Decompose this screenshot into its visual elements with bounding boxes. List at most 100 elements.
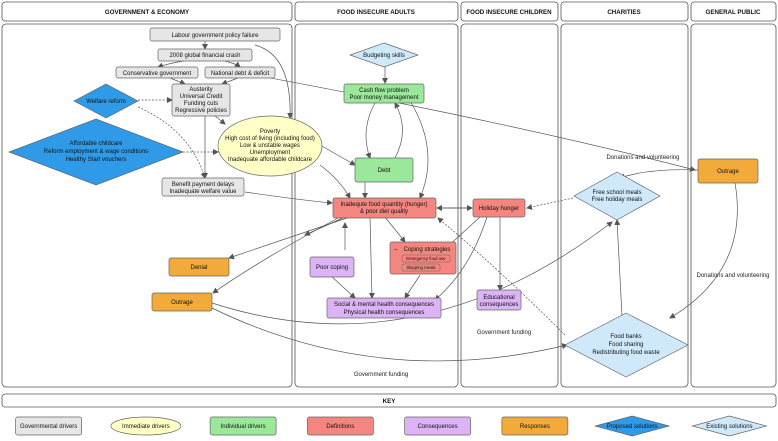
node-budgeting: Budgeting skills bbox=[348, 42, 420, 68]
node-benefit-delays: Benefit payment delays Inadequate welfar… bbox=[161, 177, 245, 197]
svg-text:Welfare reform: Welfare reform bbox=[86, 99, 126, 105]
edge-label-donations-right: Donations and volunteering bbox=[696, 273, 769, 279]
key-swatch bbox=[110, 416, 182, 436]
node-educational: Educational consequences bbox=[476, 289, 522, 311]
social-line: Physical health consequences bbox=[344, 310, 425, 316]
svg-text:Outrage: Outrage bbox=[171, 300, 193, 306]
node-welfare-reform: Welfare reform bbox=[73, 83, 139, 119]
node-social-consequences: Social & mental health consequences Phys… bbox=[326, 297, 442, 319]
benefit-line: Benefit payment delays bbox=[172, 182, 234, 188]
poverty-line: High cost of living (including food) bbox=[225, 136, 315, 142]
svg-text:Holiday hunger: Holiday hunger bbox=[479, 206, 519, 212]
key-item: Definitions bbox=[307, 416, 374, 436]
node-free-school-meals: Free school meals Free holiday meals bbox=[573, 171, 661, 221]
lane-headers: GOVERNMENT & ECONOMY FOOD INSECURE ADULT… bbox=[1, 1, 777, 22]
node-conservative-gov: Conservative government bbox=[115, 66, 199, 79]
key-label: Definitions bbox=[326, 424, 354, 430]
key-swatch bbox=[307, 416, 374, 436]
food-banks-line: Redistributing food waste bbox=[592, 350, 660, 356]
svg-text:National debt & deficit: National debt & deficit bbox=[211, 71, 270, 77]
node-poverty: Poverty High cost of living (including f… bbox=[217, 115, 323, 177]
key-item: Responses bbox=[501, 416, 569, 436]
austerity-line: Austerity bbox=[189, 87, 212, 93]
node-outrage-gov: Outrage bbox=[151, 292, 213, 312]
social-line: Social & mental health consequences bbox=[334, 302, 434, 308]
key-label: Consequences bbox=[418, 424, 458, 430]
node-austerity: Austerity Universal Credit Funding cuts … bbox=[171, 83, 231, 117]
key-items: Governmental drivers Immediate drivers Ind… bbox=[15, 415, 768, 437]
key-item: Consequences bbox=[404, 416, 471, 436]
key-label: Responses bbox=[520, 424, 550, 430]
cash-flow-line: Cash flow problem bbox=[359, 88, 409, 94]
key-item: Individual drivers bbox=[209, 416, 277, 436]
inadequate-line: Inadequte food quantity (hunger) bbox=[340, 202, 427, 208]
svg-text:Poor coping: Poor coping bbox=[316, 265, 348, 271]
key-swatch bbox=[404, 416, 471, 436]
food-banks-line: Food sharing bbox=[608, 342, 643, 348]
key-label: Immediate drivers bbox=[122, 424, 170, 430]
benefit-line: Inadequate welfare value bbox=[169, 189, 237, 195]
node-national-debt: National debt & deficit bbox=[204, 66, 276, 79]
key-item: Immediate drivers bbox=[110, 416, 182, 436]
node-holiday-hunger: Holiday hunger bbox=[472, 198, 526, 218]
svg-text:Conservative government: Conservative government bbox=[123, 71, 192, 77]
proposed-line: Reform employment & wage conditions bbox=[44, 149, 148, 155]
coping-collapse-icon: – bbox=[394, 247, 398, 253]
node-cash-flow: Cash flow problem Poor money management bbox=[343, 83, 425, 104]
node-outrage-public: Outrage bbox=[697, 158, 759, 184]
node-poor-coping: Poor coping bbox=[309, 256, 355, 278]
node-inadequate-food: Inadequte food quantity (hunger) & poor … bbox=[332, 197, 437, 219]
key-item: Governmental drivers bbox=[15, 416, 82, 436]
proposed-line: Healthy Start vouchers bbox=[66, 157, 127, 163]
lane-header-gov: GOVERNMENT & ECONOMY bbox=[105, 9, 190, 16]
edge-label-gov-funding-mid: Government funding bbox=[477, 330, 531, 336]
fsm-line: Free school meals bbox=[592, 190, 641, 196]
inadequate-line: & poor diet quality bbox=[360, 209, 408, 215]
svg-text:Coping strategies: Coping strategies bbox=[404, 247, 451, 253]
edges bbox=[137, 41, 738, 362]
key-label: Proposed solutions bbox=[607, 424, 658, 430]
svg-text:Denial: Denial bbox=[190, 265, 207, 271]
node-coping-strategies: – Coping strategies Emergency food use S… bbox=[389, 241, 457, 275]
svg-text:Outrage: Outrage bbox=[717, 169, 739, 175]
poverty-line: Poverty bbox=[260, 129, 280, 135]
edge-label-gov-funding-bottom: Government funding bbox=[354, 372, 408, 378]
proposed-line: Affordable childcare bbox=[70, 141, 124, 147]
node-proposed-childcare: Affordable childcare Reform employment &… bbox=[8, 118, 184, 186]
key-title: KEY bbox=[383, 398, 397, 405]
svg-text:Debt: Debt bbox=[378, 168, 391, 174]
fsm-line: Free holiday meals bbox=[592, 197, 643, 203]
node-food-banks: Food banks Food sharing Redistributing f… bbox=[564, 312, 689, 378]
svg-text:Budgeting skills: Budgeting skills bbox=[363, 53, 405, 59]
lane-header-public: GENERAL PUBLIC bbox=[706, 9, 761, 16]
lane-header-children: FOOD INSECURE CHILDREN bbox=[466, 9, 552, 16]
svg-text:2008 global financial crash: 2008 global financial crash bbox=[169, 53, 240, 59]
edge-label-donations-top: Donations and volunteering bbox=[606, 155, 679, 161]
key-swatch bbox=[593, 415, 671, 437]
node-financial-crash: 2008 global financial crash bbox=[157, 48, 253, 62]
austerity-line: Universal Credit bbox=[180, 94, 223, 100]
key-label: Governmental drivers bbox=[20, 424, 77, 430]
key-label: Individual drivers bbox=[221, 424, 266, 430]
key-section: KEY Governmental drivers Immediate driver… bbox=[1, 393, 777, 437]
educational-line: Educational bbox=[483, 295, 514, 301]
node-denial: Denial bbox=[168, 257, 230, 277]
node-labour-policy: Labour government policy failure bbox=[149, 27, 281, 42]
node-debt: Debt bbox=[354, 157, 414, 183]
emergency-food-label: Emergency food use bbox=[406, 256, 446, 261]
key-swatch bbox=[691, 415, 768, 437]
poverty-line: Inadequate affordable childcare bbox=[228, 157, 313, 163]
key-item: Existing solutions bbox=[691, 415, 768, 437]
educational-line: consequences bbox=[480, 302, 519, 308]
austerity-line: Funding cuts bbox=[184, 101, 218, 107]
food-banks-line: Food banks bbox=[610, 334, 641, 340]
key-item: Proposed solutions bbox=[593, 415, 671, 437]
svg-text:Labour government policy failu: Labour government policy failure bbox=[171, 33, 259, 39]
skipping-meals-label: Skipping meals bbox=[406, 265, 435, 270]
key-label: Existing solutions bbox=[706, 424, 752, 430]
edge-labels: Donations and volunteering Donations and… bbox=[354, 155, 770, 378]
poverty-line: Unemployment bbox=[250, 150, 291, 156]
cash-flow-line: Poor money management bbox=[349, 95, 418, 101]
lane-header-charities: CHARITIES bbox=[607, 9, 640, 16]
